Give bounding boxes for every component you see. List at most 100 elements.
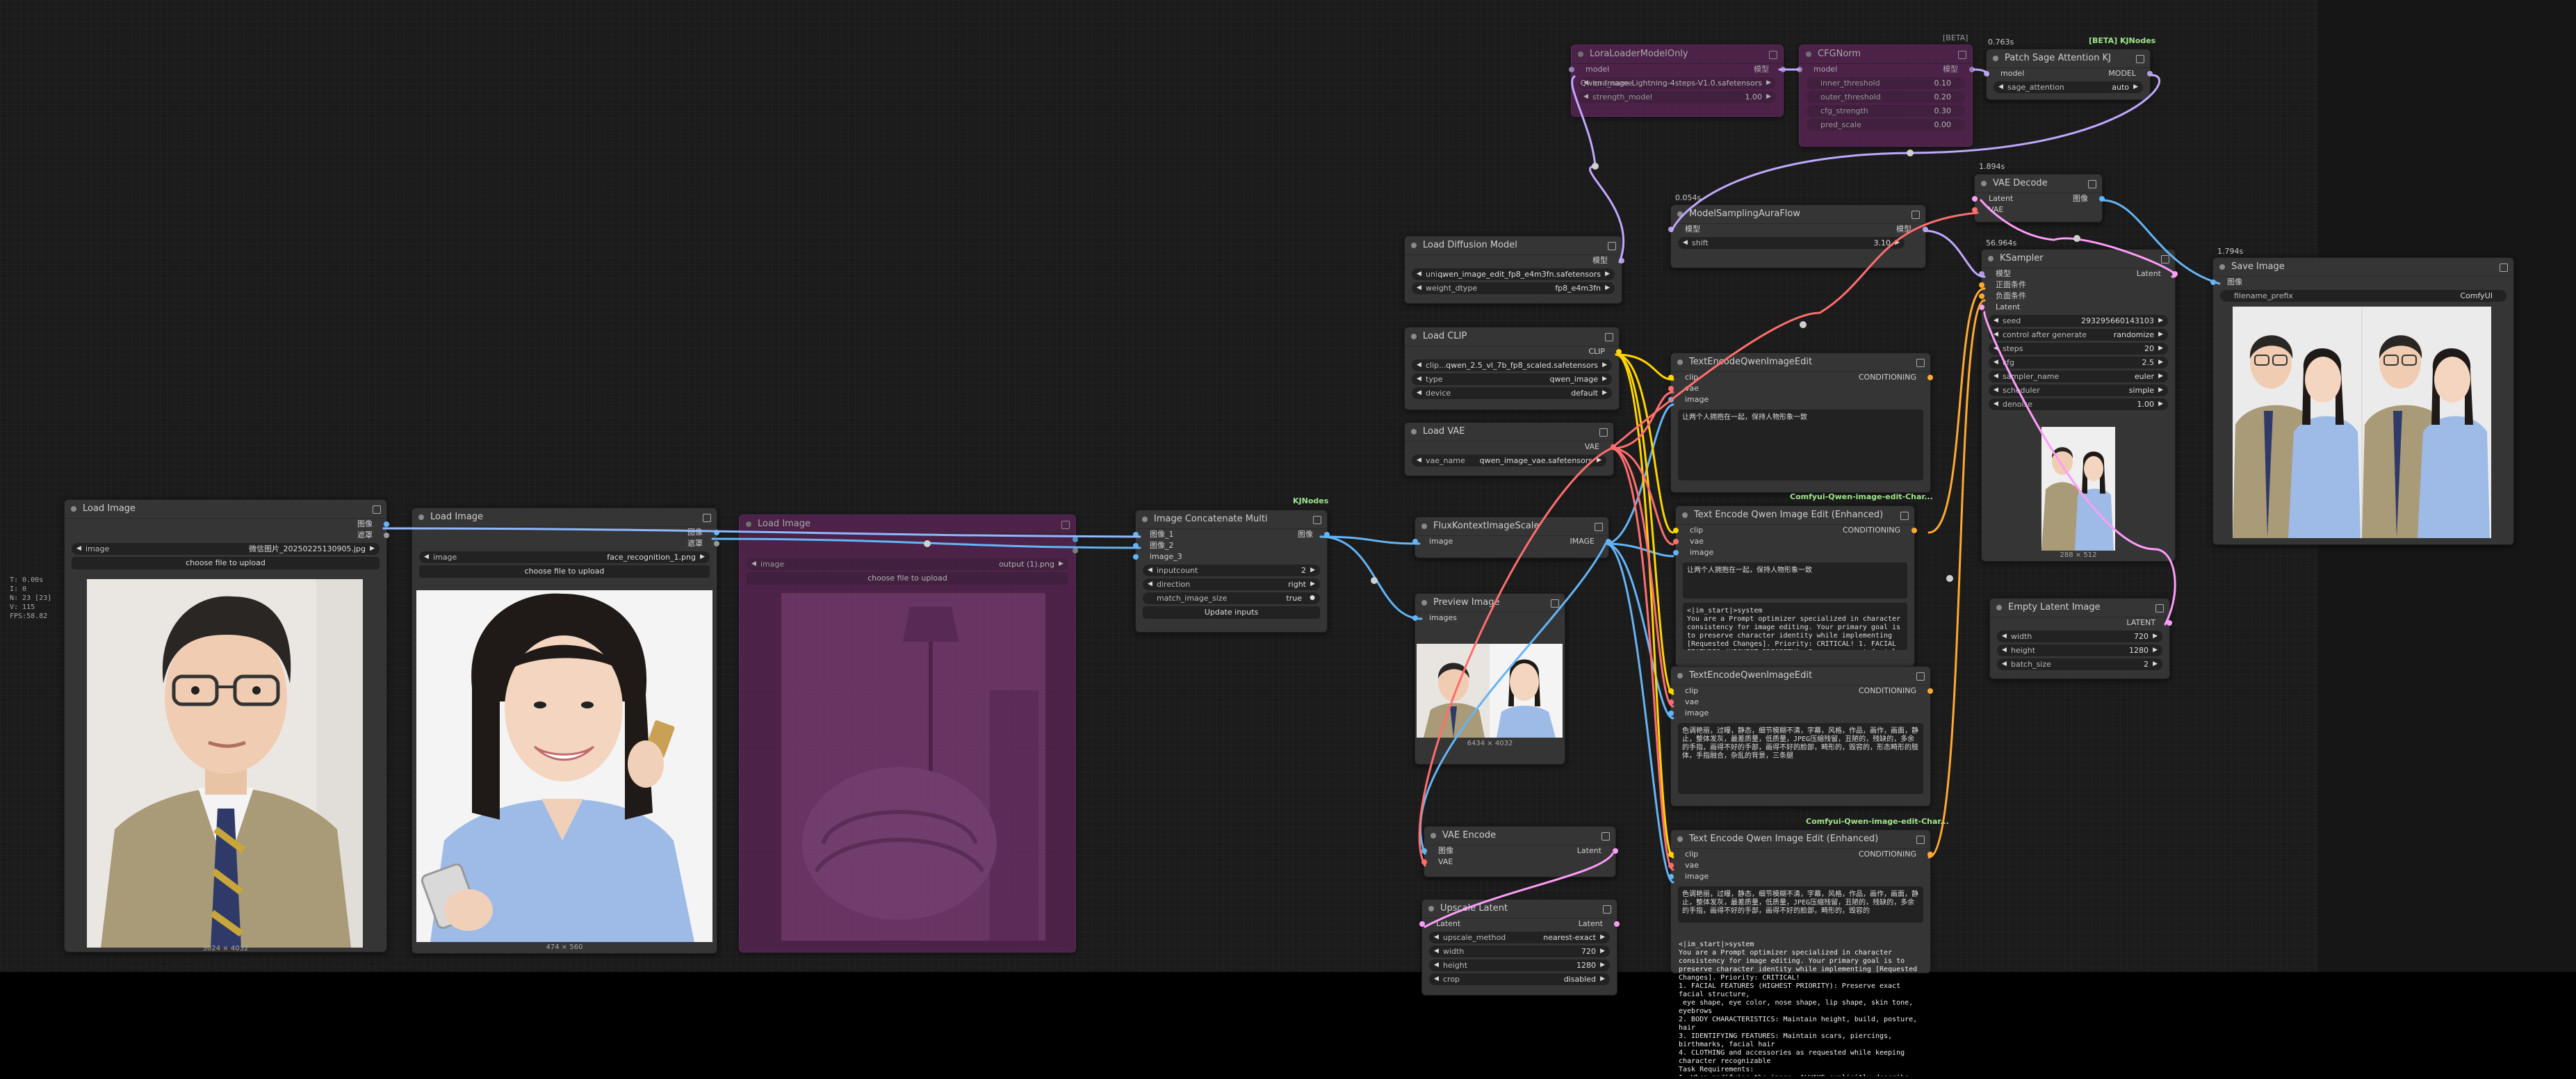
- input-socket-clip[interactable]: [1668, 852, 1674, 857]
- pin-icon[interactable]: [1916, 836, 1925, 844]
- arrow-right-icon[interactable]: ▶: [2153, 633, 2158, 640]
- system-prompt-overflow-text[interactable]: <|im_start|>system You are a Prompt opti…: [1679, 941, 1918, 1076]
- output-socket-model[interactable]: [1969, 67, 1975, 72]
- arrow-right-icon[interactable]: ▶: [2153, 660, 2158, 667]
- node-title-bar[interactable]: Text Encode Qwen Image Edit (Enhanced): [1671, 830, 1930, 849]
- pin-icon[interactable]: [373, 505, 381, 514]
- collapse-dot-icon[interactable]: [1677, 211, 1683, 217]
- arrow-right-icon[interactable]: ▶: [2153, 647, 2158, 654]
- output-socket-model[interactable]: [1780, 67, 1786, 72]
- pin-icon[interactable]: [2155, 604, 2164, 612]
- arrow-left-icon[interactable]: ◀: [76, 545, 81, 552]
- collapse-dot-icon[interactable]: [1421, 600, 1427, 606]
- input-socket-clip[interactable]: [1668, 688, 1674, 694]
- arrow-right-icon[interactable]: ▶: [1605, 270, 1610, 277]
- output-socket-conditioning[interactable]: [1911, 528, 1917, 533]
- upload-button[interactable]: choose file to upload: [747, 572, 1068, 585]
- node-title-bar[interactable]: Empty Latent Image: [1990, 599, 2169, 617]
- prompt-textarea[interactable]: 色调艳丽，过曝，静态，细节模糊不清，字幕，风格，作品，画作，画面，静止，整体发灰…: [1678, 886, 1923, 923]
- text-encode-qwen-image-edit-enhanced-node-1[interactable]: Text Encode Qwen Image Edit (Enhanced) c…: [1673, 505, 1917, 667]
- pin-icon[interactable]: [1900, 512, 1909, 520]
- node-title-bar[interactable]: Preview Image: [1415, 594, 1565, 612]
- collapse-dot-icon[interactable]: [1993, 56, 1998, 61]
- arrow-right-icon[interactable]: ▶: [2158, 317, 2163, 324]
- input-socket-latent[interactable]: [1979, 305, 1984, 310]
- prompt-textarea[interactable]: 色调艳丽，过曝，静态，细节模糊不清，字幕，风格，作品，画作，画面，静止，整体发灰…: [1678, 723, 1923, 794]
- arrow-right-icon[interactable]: ▶: [1600, 975, 1605, 982]
- input-socket-latent[interactable]: [1972, 196, 1978, 202]
- pin-icon[interactable]: [1551, 599, 1559, 608]
- input-socket-model[interactable]: [1569, 67, 1574, 72]
- arrow-right-icon[interactable]: ▶: [1602, 362, 1607, 368]
- output-socket-conditioning[interactable]: [1927, 852, 1933, 857]
- output-socket-model[interactable]: [1619, 258, 1624, 263]
- node-title-bar[interactable]: Patch Sage Attention KJ: [1987, 49, 2150, 68]
- node-title-bar[interactable]: LoraLoaderModelOnly: [1572, 45, 1783, 64]
- pin-icon[interactable]: [1911, 211, 1920, 219]
- input-socket-vae[interactable]: [1972, 207, 1978, 213]
- pin-icon[interactable]: [1605, 333, 1613, 341]
- arrow-left-icon[interactable]: ◀: [1148, 581, 1152, 587]
- output-socket-model[interactable]: [2147, 71, 2153, 76]
- arrow-left-icon[interactable]: ◀: [1994, 331, 1998, 338]
- input-socket-model[interactable]: [1797, 67, 1802, 72]
- input-socket-clip[interactable]: [1668, 375, 1674, 380]
- collapse-dot-icon[interactable]: [1411, 429, 1417, 435]
- collapse-dot-icon[interactable]: [1682, 512, 1688, 518]
- pin-icon[interactable]: [1599, 428, 1608, 437]
- unet-name-combo[interactable]: ◀uni...qwen_image_edit_fp8_e4m3fn.safete…: [1412, 268, 1615, 280]
- arrow-right-icon[interactable]: ▶: [370, 545, 375, 552]
- arrow-left-icon[interactable]: ◀: [1417, 270, 1421, 277]
- arrow-right-icon[interactable]: ▶: [2158, 345, 2163, 352]
- preview-image-node[interactable]: Preview Image images 6434 × 4032: [1412, 593, 1565, 765]
- output-socket-latent[interactable]: [1614, 921, 1620, 927]
- pin-icon[interactable]: [1313, 516, 1321, 524]
- collapse-dot-icon[interactable]: [1430, 833, 1436, 838]
- node-title-bar[interactable]: Load CLIP: [1405, 327, 1619, 346]
- collapse-dot-icon[interactable]: [1411, 334, 1417, 339]
- arrow-left-icon[interactable]: ◀: [1417, 457, 1421, 464]
- input-socket-vae[interactable]: [1668, 386, 1674, 391]
- node-title-bar[interactable]: Load Diffusion Model: [1405, 236, 1622, 255]
- pin-icon[interactable]: [2136, 55, 2144, 63]
- upload-button[interactable]: choose file to upload: [72, 557, 380, 569]
- arrow-left-icon[interactable]: ◀: [1417, 389, 1421, 396]
- pin-icon[interactable]: [1608, 242, 1616, 250]
- arrow-right-icon[interactable]: ▶: [2158, 331, 2163, 338]
- collapse-dot-icon[interactable]: [1578, 51, 1583, 57]
- output-socket-vae[interactable]: [1611, 444, 1616, 450]
- collapse-dot-icon[interactable]: [1806, 51, 1811, 57]
- input-socket-image[interactable]: [1421, 848, 1427, 854]
- output-socket-image[interactable]: [384, 521, 389, 527]
- collapse-dot-icon[interactable]: [2219, 264, 2225, 270]
- node-title-bar[interactable]: Load Image: [412, 508, 717, 527]
- arrow-right-icon[interactable]: ▶: [1602, 389, 1607, 396]
- pin-icon[interactable]: [1958, 51, 1966, 59]
- arrow-right-icon[interactable]: ▶: [1310, 581, 1315, 587]
- output-socket-mask[interactable]: [714, 541, 719, 546]
- pin-icon[interactable]: [1769, 51, 1777, 59]
- arrow-left-icon[interactable]: ◀: [424, 553, 429, 560]
- input-socket-image[interactable]: [1673, 550, 1679, 555]
- arrow-right-icon[interactable]: ▶: [2158, 387, 2163, 394]
